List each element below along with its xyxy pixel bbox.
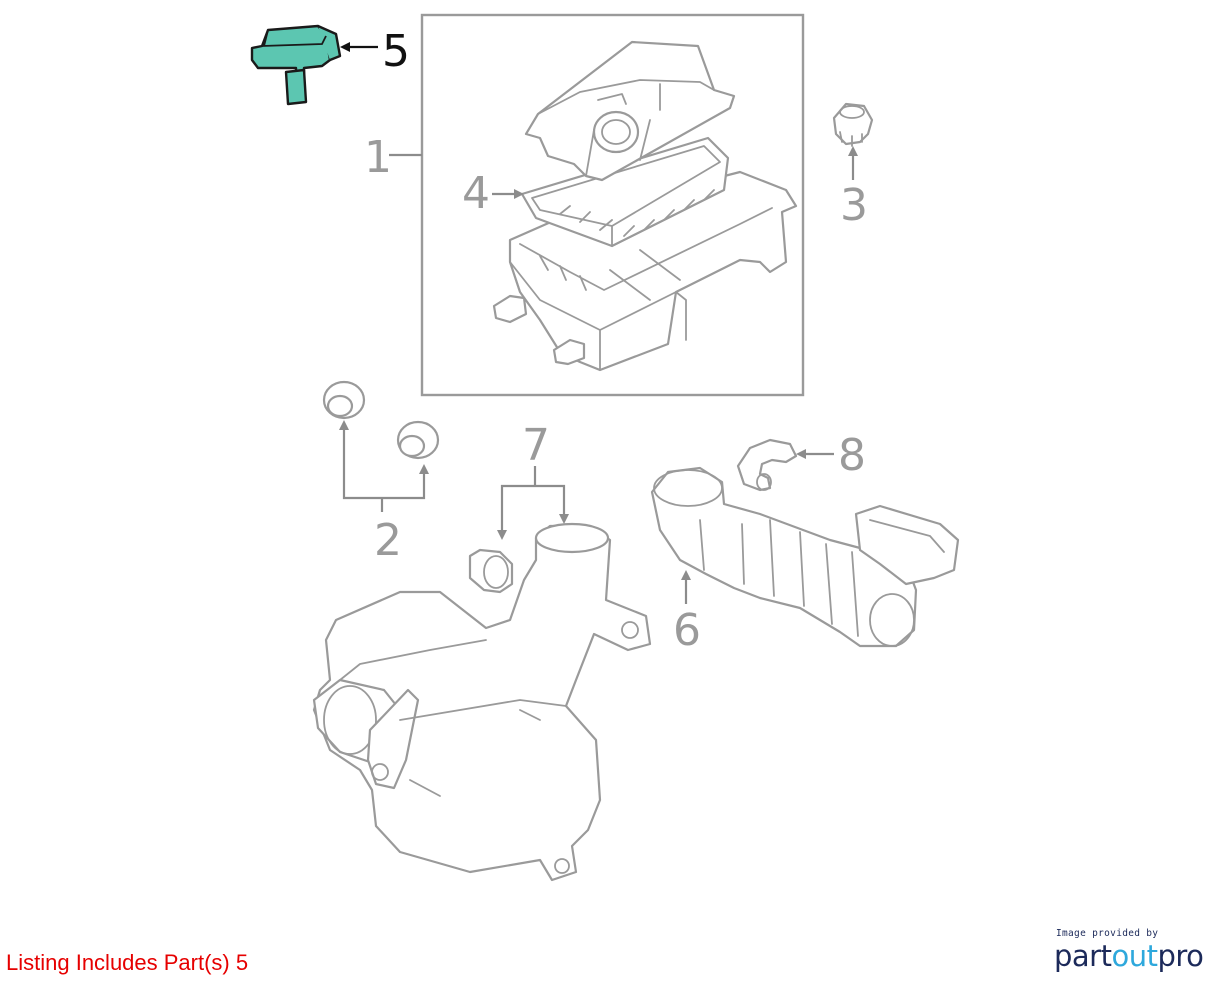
callout-2: 2 (374, 515, 402, 566)
part-5-sensor[interactable] (250, 24, 342, 106)
part-2-clips[interactable] (322, 380, 440, 460)
part-8-small-hose[interactable] (736, 438, 798, 492)
part-3-grommet[interactable] (832, 102, 874, 147)
callout-5: 5 (382, 26, 410, 77)
callout-6-leader (681, 570, 691, 604)
callout-3: 3 (840, 180, 868, 231)
credit-provided-by: Image provided by (1056, 928, 1159, 939)
part-7-resonator[interactable] (312, 522, 652, 882)
part-1-box (420, 13, 805, 397)
callout-2-leader (339, 420, 429, 512)
part-1-air-cleaner[interactable] (492, 40, 798, 372)
logo-part: part (1054, 939, 1112, 973)
callout-6: 6 (673, 605, 701, 656)
callout-4: 4 (462, 168, 490, 219)
logo-pro: pro (1157, 939, 1204, 973)
callout-7-leader (497, 466, 569, 540)
part-7-grommet[interactable] (468, 548, 514, 594)
callout-8: 8 (838, 430, 866, 481)
part-6-hose[interactable] (650, 466, 960, 648)
logo-out: out (1111, 939, 1158, 973)
callout-1: 1 (364, 132, 392, 183)
callout-7: 7 (522, 420, 550, 471)
callout-4-leader (492, 189, 524, 199)
partoutpro-logo: partoutpro (1054, 939, 1214, 973)
callout-3-leader (848, 146, 858, 180)
listing-note: Listing Includes Part(s) 5 (6, 950, 249, 975)
image-credit: Image provided by partoutpro (1054, 928, 1214, 973)
callout-5-leader (340, 42, 378, 52)
callout-8-leader (796, 449, 834, 459)
